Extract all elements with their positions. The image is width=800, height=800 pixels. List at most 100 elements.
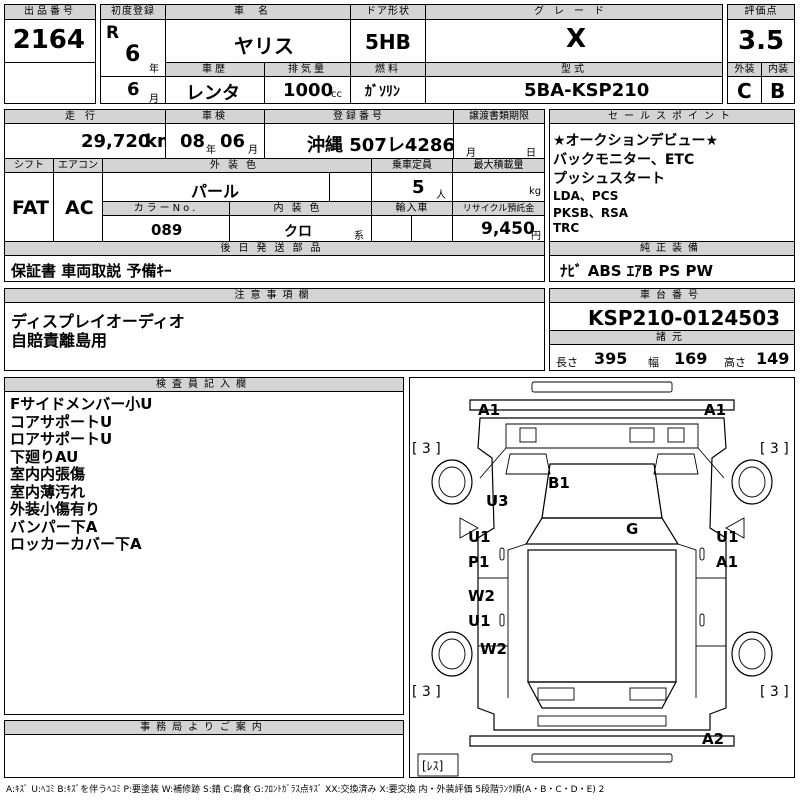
selling-points-cell: ★オークションデビュー★ バックモニター、ETC プッシュスタート LDA、PC… bbox=[549, 123, 795, 242]
first-reg-month: 6 bbox=[127, 79, 140, 100]
displacement-unit: cc bbox=[331, 89, 342, 100]
displacement: 1000 bbox=[283, 80, 334, 101]
selling-point-3: プッシュスタート bbox=[553, 171, 665, 187]
transfer-month: 月 bbox=[466, 148, 476, 159]
inspector-line: 室内薄汚れ bbox=[10, 482, 86, 501]
interior-cell: B bbox=[761, 76, 795, 104]
recycle-unit: 円 bbox=[531, 231, 541, 242]
selling-point-4: LDA、PCS bbox=[553, 189, 619, 203]
interior-label: 内装 bbox=[761, 62, 795, 77]
inspection-year: 08 bbox=[180, 131, 206, 152]
inspector-line: ロアサポートU bbox=[10, 430, 113, 448]
history: レンタ bbox=[186, 83, 240, 104]
car-name: ヤリス bbox=[234, 34, 294, 58]
exterior-grade: C bbox=[737, 79, 752, 103]
car-name-cell: ヤリス bbox=[165, 19, 351, 63]
history-cell: レンタ bbox=[165, 76, 265, 104]
ext-color-blank bbox=[329, 172, 372, 202]
ac-cell: AC bbox=[53, 172, 103, 242]
inspector-line: バンパー下A bbox=[10, 517, 98, 536]
later-parts: 保証書 車両取説 予備ｷｰ bbox=[11, 262, 172, 280]
recycle-cell: 9,450 円 bbox=[452, 215, 545, 242]
exterior-label: 外装 bbox=[727, 62, 762, 77]
ext-color-label: 外装色 bbox=[102, 158, 372, 173]
inspector-line: コアサポートU bbox=[10, 412, 113, 431]
door-label: ドア形状 bbox=[350, 4, 426, 20]
chassis-label: 車台番号 bbox=[549, 288, 795, 303]
mark-front-right: A1 bbox=[704, 401, 727, 419]
inspector-label: 検査員記入欄 bbox=[4, 377, 404, 392]
fuel-label: 燃料 bbox=[350, 62, 426, 77]
first-reg-month-unit: 月 bbox=[149, 94, 159, 104]
note-line-1: ディスプレイオーディオ bbox=[11, 312, 185, 331]
mark-roof: G bbox=[626, 520, 639, 538]
capacity-label: 乗車定員 bbox=[371, 158, 453, 173]
shift-cell: FAT bbox=[4, 172, 54, 242]
selling-point-6: TRC bbox=[553, 221, 580, 235]
inspector-line: Fサイドメンバー小U bbox=[10, 395, 153, 413]
mileage-label: 走行 bbox=[4, 109, 166, 124]
inspection-month: 06 bbox=[220, 131, 246, 152]
max-load-unit: kg bbox=[529, 186, 542, 197]
inspection-label: 車検 bbox=[165, 109, 265, 124]
registration-cell: 沖縄 507レ4286 bbox=[264, 123, 454, 159]
first-reg-year-unit: 年 bbox=[149, 64, 159, 75]
interior-grade: B bbox=[770, 79, 786, 103]
history-label: 車歴 bbox=[165, 62, 265, 77]
genuine-equipment: ﾅﾋﾞ ABS ｴｱB PS PW bbox=[560, 262, 714, 280]
displacement-label: 排気量 bbox=[264, 62, 351, 77]
recycle: 9,450 bbox=[481, 219, 535, 239]
first-reg-month-cell: 6 月 bbox=[100, 76, 166, 104]
int-color-cell: クロ 系 bbox=[229, 215, 372, 242]
fuel: ｶﾞｿﾘﾝ bbox=[365, 84, 400, 100]
inspector-line: 室内内張傷 bbox=[10, 465, 86, 483]
model: 5BA-KSP210 bbox=[524, 80, 650, 101]
width: 169 bbox=[674, 349, 708, 368]
max-load-cell: kg bbox=[452, 172, 545, 202]
capacity: 5 bbox=[412, 177, 425, 198]
mark-front-door-left-2: P1 bbox=[468, 553, 490, 571]
grade: X bbox=[566, 24, 587, 54]
genuine-equipment-cell: ﾅﾋﾞ ABS ｴｱB PS PW bbox=[549, 255, 795, 282]
shift: FAT bbox=[12, 197, 49, 219]
mark-bonnet: B1 bbox=[548, 474, 570, 492]
registration: 沖縄 507レ4286 bbox=[307, 135, 454, 156]
mark-rear-bumper: A2 bbox=[702, 730, 725, 748]
mark-rear-door-left-1: W2 bbox=[468, 587, 495, 605]
capacity-unit: 人 bbox=[436, 190, 446, 201]
length-label: 長さ bbox=[556, 356, 578, 369]
displacement-cell: 1000 cc bbox=[264, 76, 351, 104]
mark-tire-fr: [ 3 ] bbox=[760, 441, 789, 457]
mark-spare: [ﾚｽ] bbox=[422, 759, 444, 773]
model-label: 型式 bbox=[425, 62, 723, 77]
note-line-2: 自賠責離島用 bbox=[11, 331, 108, 350]
recycle-label: リサイクル預託金 bbox=[452, 201, 545, 216]
height: 149 bbox=[756, 349, 790, 368]
mark-front-door-right-1: U1 bbox=[716, 528, 739, 546]
lot-cell: 2164 bbox=[4, 19, 96, 63]
first-reg-year: 6 bbox=[125, 42, 141, 67]
grade-cell: X bbox=[425, 19, 723, 63]
first-reg-cell: R 6 年 bbox=[100, 19, 166, 77]
mark-front-door-right-2: A1 bbox=[716, 553, 739, 571]
legend: A:ｷｽﾞ U:ﾍｺﾐ B:ｷｽﾞを伴うﾍｺﾐ P:要塗装 W:補修跡 S:錆 … bbox=[6, 785, 605, 795]
fuel-cell: ｶﾞｿﾘﾝ bbox=[350, 76, 426, 104]
car-name-label: 車名 bbox=[165, 4, 351, 20]
office-label: 事務局よりご案内 bbox=[4, 720, 404, 735]
import-cell-1 bbox=[371, 215, 412, 242]
specs-label: 諸元 bbox=[549, 330, 795, 345]
ext-color-cell: パール bbox=[102, 172, 330, 202]
first-reg-label: 初度登録 bbox=[100, 4, 166, 20]
model-cell: 5BA-KSP210 bbox=[425, 76, 723, 104]
notes-label: 注意事項欄 bbox=[4, 288, 545, 303]
chassis-number: KSP210-0124503 bbox=[588, 306, 781, 330]
specs-cell: 長さ 395 幅 169 高さ 149 bbox=[549, 344, 795, 371]
door-cell: 5HB bbox=[350, 19, 426, 63]
ac-label: エアコン bbox=[53, 158, 103, 173]
int-color: クロ bbox=[284, 224, 312, 240]
lot-blank bbox=[4, 62, 96, 104]
inspector-cell: Fサイドメンバー小U コアサポートU ロアサポートU 下廻りAU 室内内張傷 室… bbox=[4, 391, 404, 715]
transfer-day: 日 bbox=[526, 148, 536, 159]
ac: AC bbox=[65, 197, 94, 219]
inspector-line: ロッカーカバー下A bbox=[10, 535, 142, 553]
